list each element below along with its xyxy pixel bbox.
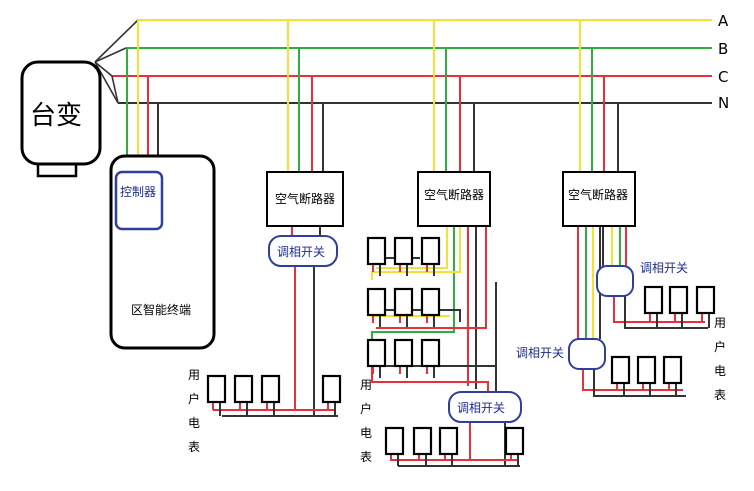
b2-user-meter-12 — [438, 426, 459, 456]
b1-user-meter-4 — [321, 374, 342, 404]
transformer-lead-join — [111, 75, 119, 104]
b3-user-meter-2 — [668, 285, 689, 315]
phase-switch-4-label: 调相开关 — [516, 346, 564, 360]
b2-user-meter-11 — [412, 426, 433, 456]
user-meter-label-1: 用 户 电 表 — [188, 368, 200, 454]
svg-text:表: 表 — [714, 388, 726, 402]
b1-user-meter-1 — [206, 374, 227, 404]
user-meter-label-2: 用 户 电 表 — [360, 378, 372, 464]
svg-text:电: 电 — [360, 426, 372, 440]
b1-user-meter-3 — [260, 374, 281, 404]
b2-user-meter-6 — [420, 287, 441, 317]
svg-text:电: 电 — [188, 416, 200, 430]
transformer: 台变 — [20, 60, 102, 178]
b3-user-meter-6 — [662, 355, 683, 385]
svg-text:电: 电 — [714, 364, 726, 378]
terminal-label: 区智能终端 — [131, 302, 191, 317]
svg-text:户: 户 — [714, 339, 726, 354]
transformer-lead-b — [94, 47, 127, 63]
breaker-2: 空气断路器 — [417, 171, 491, 227]
phase-switch-3-box — [596, 265, 634, 297]
b1-user-meter-2 — [233, 374, 254, 404]
b2-user-meter-10 — [384, 426, 405, 456]
b2-row2-c — [376, 226, 487, 329]
breaker-1: 空气断路器 — [266, 171, 344, 227]
svg-text:户: 户 — [360, 401, 372, 416]
svg-text:户: 户 — [188, 391, 200, 406]
svg-text:用: 用 — [188, 368, 200, 382]
b3-user-meter-1 — [643, 285, 664, 315]
transformer-lead-c — [94, 61, 113, 77]
b3-user-meter-3 — [695, 285, 716, 315]
bus-label-a: A — [718, 12, 729, 30]
wiring-layer — [94, 19, 712, 467]
bus-label-b: B — [718, 40, 728, 58]
b2-user-meter-7 — [366, 338, 387, 368]
breaker-2-label: 空气断路器 — [424, 187, 484, 202]
b3-user-meter-4 — [610, 355, 631, 385]
b3-lower-bus-n — [593, 369, 686, 397]
bus-label-n: N — [718, 94, 729, 112]
controller-box — [114, 170, 164, 231]
b2-user-meter-8 — [393, 338, 414, 368]
b2-feed-b — [371, 226, 455, 340]
phase-switch-1-label: 调相开关 — [277, 245, 325, 259]
breaker-3: 空气断路器 — [562, 171, 636, 227]
svg-text:表: 表 — [360, 450, 372, 464]
b2-user-meter-1 — [366, 236, 387, 266]
svg-text:用: 用 — [360, 378, 372, 392]
b2-user-meter-5 — [393, 287, 414, 317]
transformer-label: 台变 — [30, 101, 82, 131]
user-meter-label-3: 用 户 电 表 — [714, 316, 726, 402]
b2-user-meter-4 — [366, 287, 387, 317]
bus-label-c: C — [718, 68, 728, 86]
breaker-3-label: 空气断路器 — [568, 187, 628, 202]
phase-switch-4-box — [568, 338, 606, 370]
phase-switch-3-label: 调相开关 — [640, 261, 688, 275]
phase-switch-2: 调相开关 — [448, 391, 522, 423]
transformer-lead-a — [94, 19, 139, 63]
b2-row3-n — [378, 365, 497, 392]
b2-feed-a — [371, 226, 461, 280]
svg-text:用: 用 — [714, 316, 726, 330]
phase-switch-2-label: 调相开关 — [457, 401, 505, 415]
user-meters-layer — [206, 236, 716, 456]
b3-user-meter-5 — [636, 355, 657, 385]
smart-terminal: 控制器 区智能终端 — [109, 154, 216, 350]
b3-upper-bus-n — [624, 296, 708, 329]
b2-user-meter-3 — [420, 236, 441, 266]
breaker-1-label: 空气断路器 — [275, 191, 335, 206]
b2-user-meter-9 — [420, 338, 441, 368]
controller-label: 控制器 — [120, 185, 156, 199]
b2-user-meter-13 — [504, 426, 525, 456]
b2-user-meter-2 — [393, 236, 414, 266]
svg-text:表: 表 — [188, 440, 200, 454]
phase-switch-1: 调相开关 — [268, 235, 338, 267]
